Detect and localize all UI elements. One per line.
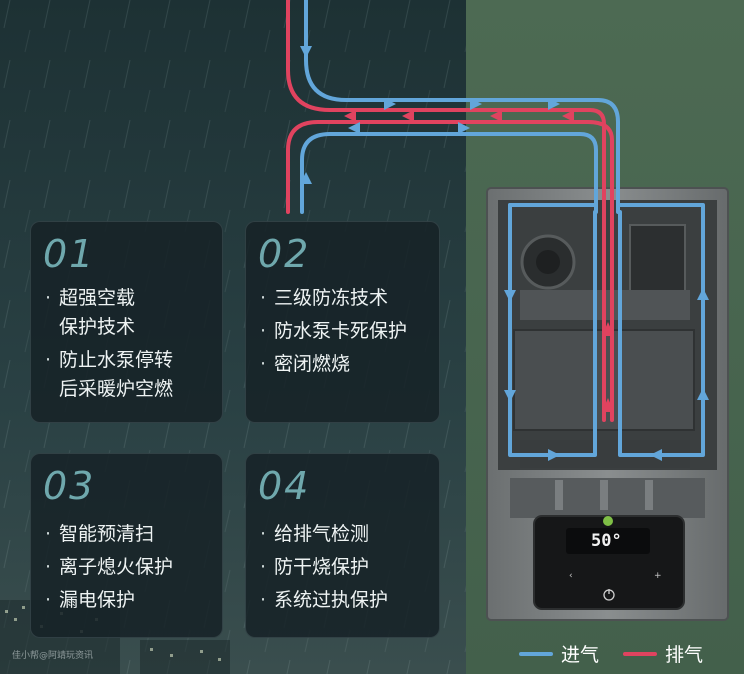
legend-intake-label: 进气 xyxy=(561,644,600,666)
list-item: 超强空载 保护技术 xyxy=(45,284,214,342)
svg-text:‹: ‹ xyxy=(569,571,573,581)
card-number: 04 xyxy=(258,464,311,508)
feature-list: 智能预清扫 离子熄火保护 漏电保护 xyxy=(45,520,214,619)
list-item: 防止水泵停转 后采暖炉空燃 xyxy=(45,346,214,404)
intake-swatch xyxy=(519,651,553,656)
feature-list: 超强空载 保护技术 防止水泵停转 后采暖炉空燃 xyxy=(45,284,214,408)
list-item: 漏电保护 xyxy=(45,586,214,615)
exhaust-swatch xyxy=(623,651,657,656)
list-item: 系统过执保护 xyxy=(260,586,431,615)
list-item: 智能预清扫 xyxy=(45,520,214,549)
exhaust-flow-path xyxy=(286,0,614,422)
list-item: 离子熄火保护 xyxy=(45,553,214,582)
svg-text:+: + xyxy=(654,571,662,581)
list-item: 密闭燃烧 xyxy=(260,350,431,379)
card-number: 01 xyxy=(43,232,96,276)
list-item: 三级防冻技术 xyxy=(260,284,431,313)
feature-list: 三级防冻技术 防水泵卡死保护 密闭燃烧 xyxy=(260,284,431,383)
list-item: 给排气检测 xyxy=(260,520,431,549)
feature-card-01: 01 超强空载 保护技术 防止水泵停转 后采暖炉空燃 xyxy=(30,221,223,423)
legend-exhaust-label: 排气 xyxy=(665,644,704,666)
card-number: 02 xyxy=(258,232,311,276)
legend-intake: 进气 xyxy=(519,640,599,667)
watermark: 佳小帮@阿靖玩资讯 xyxy=(12,651,94,661)
feature-card-02: 02 三级防冻技术 防水泵卡死保护 密闭燃烧 xyxy=(245,221,440,423)
legend-exhaust: 排气 xyxy=(623,640,703,667)
list-item: 防干烧保护 xyxy=(260,553,431,582)
flow-arrows xyxy=(300,46,709,461)
feature-list: 给排气检测 防干烧保护 系统过执保护 xyxy=(260,520,431,619)
feature-card-03: 03 智能预清扫 离子熄火保护 漏电保护 xyxy=(30,453,223,638)
card-number: 03 xyxy=(43,464,96,508)
temperature-readout: 50° xyxy=(591,531,622,551)
feature-card-04: 04 给排气检测 防干烧保护 系统过执保护 xyxy=(245,453,440,638)
list-item: 防水泵卡死保护 xyxy=(260,317,431,346)
